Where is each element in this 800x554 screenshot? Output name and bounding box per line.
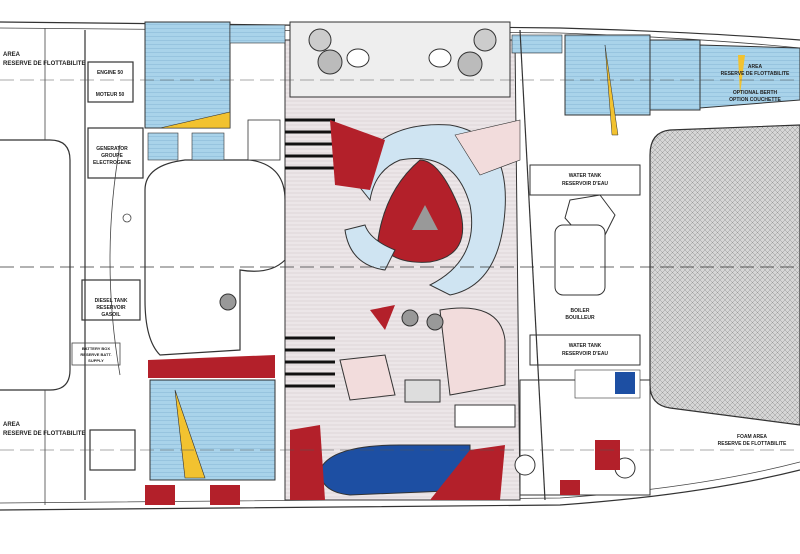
label-boiler: BOILER BOUILLEUR [565,308,595,321]
furniture-red [595,440,620,470]
trampoline [649,124,800,426]
furniture-red [560,480,580,495]
battery-box [71,342,121,366]
label-text: RESERVOIR D'EAU [562,351,608,357]
hull-outline [0,21,800,511]
boiler-box [554,224,606,296]
label-text: RESERVE DE FLOTTABILITE [721,71,790,77]
aft-stbd-berth [149,379,276,481]
furniture-red [430,445,505,500]
label-text: BOILER [571,308,590,314]
label-text: AREA [3,422,21,428]
furniture-red [210,485,240,505]
aft-lounge [144,159,286,356]
shower-icon [317,49,343,75]
label-text: OPTIONAL BERTH [733,90,778,96]
chart-table [339,354,396,401]
table-insert [412,205,438,230]
sink-icon [514,454,536,476]
toilet-icon [473,28,497,52]
label-text: BOUILLEUR [565,315,595,321]
locker [247,119,281,161]
stairs-stbd [285,336,335,388]
shower-icon [457,51,483,77]
label-text: RESERVE DE FLOTTABILITE [3,431,85,437]
label-water-tank-stbd: WATER TANK RESERVOIR D'EAU [562,343,608,357]
fwd-optional-berth [699,44,800,109]
locker-blue [615,372,635,394]
label-generator: GENERATOR GROUPE ELECTROGENE [93,146,132,166]
stool-icon [401,309,419,327]
engine-box [87,61,134,103]
furniture-red [290,425,325,500]
label-text: GASOIL [101,312,120,318]
stern-cockpit [0,139,71,391]
galley-sink [404,379,441,403]
diesel-tank-box [81,279,141,321]
label-bow-stbd: FOAM AREA RESERVE DE FLOTTABILITE [718,434,787,447]
helm-seat-icon [219,293,237,311]
shelf [229,24,286,44]
settee [349,124,506,296]
aft-port-berth [144,21,231,129]
cabinet [454,404,516,428]
label-text: BATTERY BOX [82,346,110,351]
water-tank-stbd [529,334,641,366]
label-text: OPTION COUCHETTE [729,97,781,103]
water-tank-port [529,164,641,196]
label-text: RESERVE DE FLOTTABILITE [3,61,85,67]
label-stern-stbd: AREA RESERVE DE FLOTTABILITE [3,422,85,437]
label-text: RESERVOIR D'EAU [562,181,608,187]
yellow-accent [738,55,745,95]
bulkhead [519,29,546,501]
settee-end [344,224,396,271]
label-battery: BATTERY BOX RESERVE BATT. SUPPLY [80,346,111,363]
galley-counter [454,119,521,176]
label-water-tank-port: WATER TANK RESERVOIR D'EAU [562,173,608,187]
seat [147,132,179,161]
label-text: RESERVE BATT. [80,352,111,357]
yellow-accent [604,44,619,136]
stool-icon [426,313,444,331]
hull-inner-line [0,27,800,504]
furniture-red [145,485,175,505]
winch-icon [122,213,132,223]
dinette-table [377,159,464,263]
label-text: RESERVE DE FLOTTABILITE [718,441,787,447]
furniture-red [148,355,275,378]
label-text: WATER TANK [569,173,602,179]
label-text: WATER TANK [569,343,602,349]
shelf [511,34,563,54]
seat [191,132,225,161]
fwd-port-bunk [649,39,701,111]
label-text: GROUPE [101,153,123,159]
label-text: SUPPLY [88,358,104,363]
sofa [319,444,471,496]
sink-icon [346,48,370,68]
label-text: AREA [3,52,21,58]
label-engine: ENGINE 50 MOTEUR 50 [96,70,125,98]
sink-icon [428,48,452,68]
label-text: ENGINE 50 [97,70,123,76]
label-text: MOTEUR 50 [96,92,125,98]
cockpit-rail [109,144,121,376]
yellow-accent [159,111,231,129]
label-text: AREA [748,64,763,70]
label-diesel-tank: DIESEL TANK RESERVOIR GASOIL [95,298,128,318]
generator-box [87,127,144,179]
label-bow-port: AREA RESERVE DE FLOTTABILITE OPTIONAL BE… [721,64,790,103]
label-text: RESERVOIR [96,305,126,311]
label-text: FOAM AREA [737,434,767,440]
armchair-red [330,120,385,190]
yellow-accent [174,389,206,479]
seat-red [370,305,395,330]
label-text: ELECTROGENE [93,160,132,166]
stairs-port [285,118,335,170]
label-text: GENERATOR [96,146,128,152]
toilet-icon [308,28,332,52]
nav-station [439,307,506,396]
label-stern-port: AREA RESERVE DE FLOTTABILITE [3,52,85,67]
label-text: DIESEL TANK [95,298,128,304]
